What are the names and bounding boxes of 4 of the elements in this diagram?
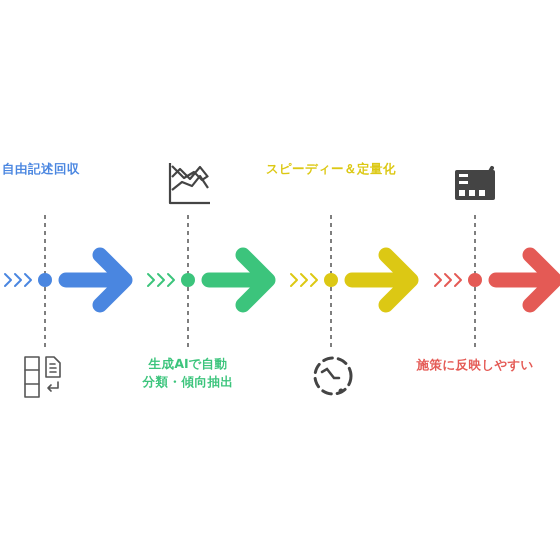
- stage-label: 自由記述回収: [2, 160, 81, 178]
- stage-label: 生成AIで自動分類・傾向抽出: [141, 355, 234, 392]
- stage-label: スピーディー＆定量化: [265, 160, 397, 178]
- stage-label: 施策に反映しやすい: [415, 356, 534, 374]
